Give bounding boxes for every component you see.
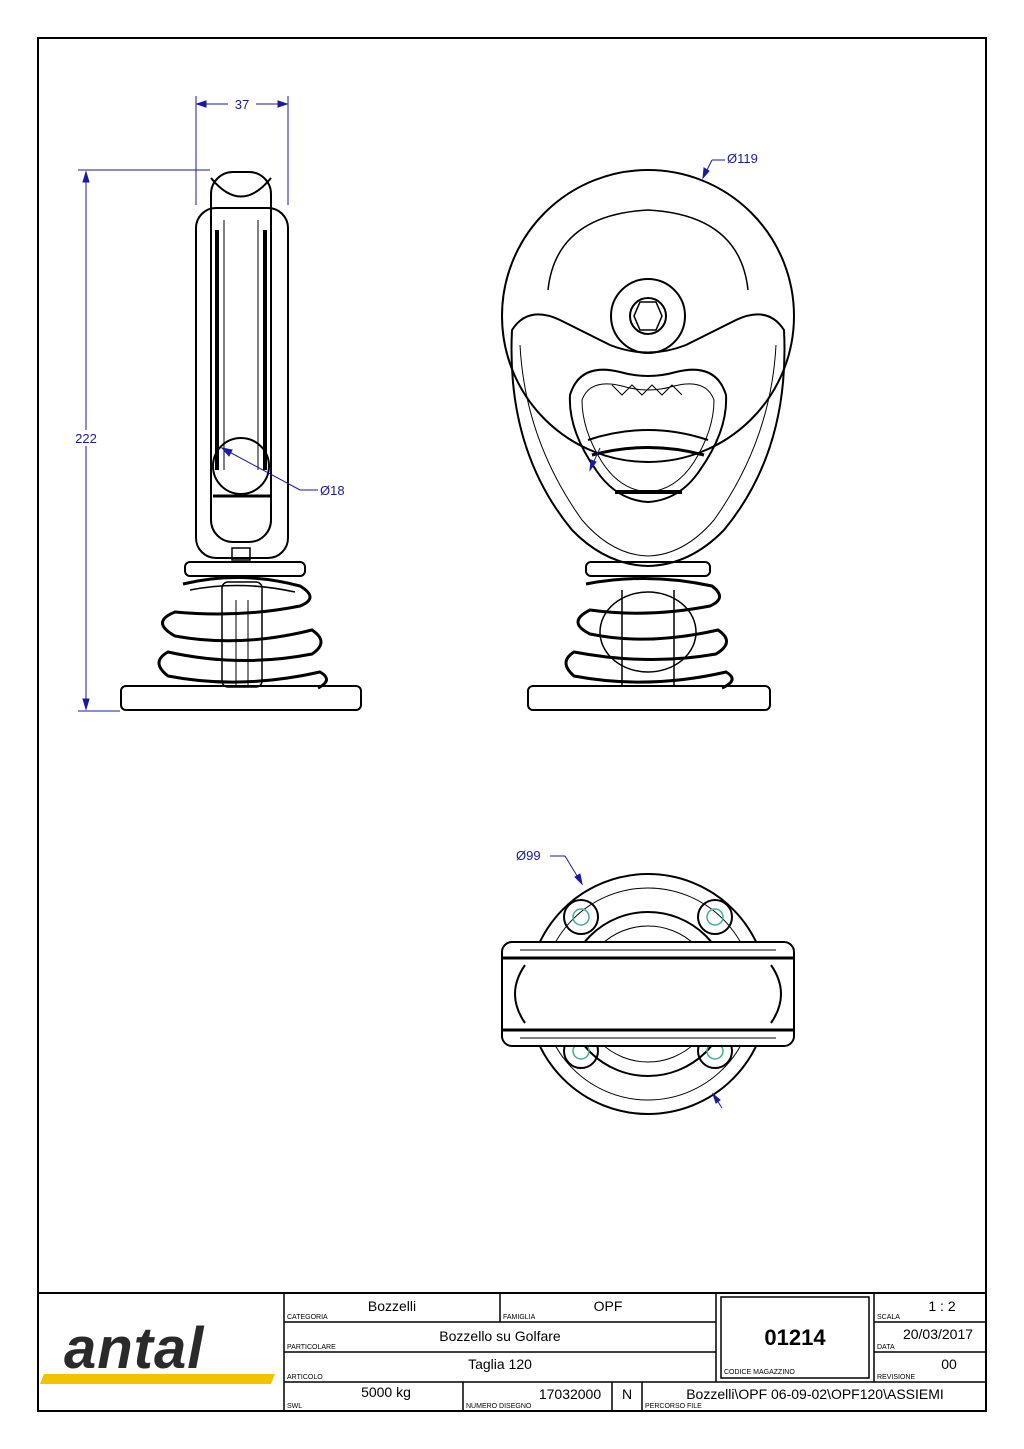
front-window-groove-2 [591,446,705,457]
logo-text: antal [64,1316,205,1381]
numero-disegno-value: 17032000 [539,1386,602,1402]
front-window-groove [587,429,709,441]
dim-119-text: Ø119 [727,151,758,166]
sheet-border [37,37,987,1412]
swl-label: SWL [287,1403,302,1410]
scala-label: SCALA [877,1314,900,1321]
particolare-value: Bozzello su Golfare [439,1328,561,1344]
front-body-inner [519,344,777,557]
side-dimensions [78,96,318,712]
categoria-label: CATEGORIA [287,1314,328,1321]
side-spring-coil [157,575,328,690]
side-view [120,171,362,711]
top-sheave-body [501,941,795,1047]
front-hub-inner [629,297,667,335]
front-base-plate [527,685,771,711]
swl-value: 5000 kg [361,1384,411,1400]
revisione-label: REVISIONE [877,1374,915,1381]
side-spring-top-plate [184,561,306,577]
front-spring-coil [564,577,734,690]
codice-magazzino-label: CODICE MAGAZZINO [724,1369,795,1376]
dim-99-text: Ø99 [516,848,541,863]
top-view [501,873,795,1115]
front-dimensions [589,159,725,472]
title-block [38,1292,986,1411]
side-groove [210,177,272,198]
side-cheek-outline [195,207,289,559]
dim-222-bg [70,430,102,446]
n-value: N [622,1386,632,1402]
scala-value: 1 : 2 [928,1298,955,1314]
articolo-label: ARTICOLO [287,1374,323,1381]
side-key [231,547,251,561]
top-hole-tr-inner [706,908,724,926]
front-shackle [599,591,697,673]
side-base-plate [120,685,362,711]
top-hole-tl-inner [572,908,590,926]
top-sheave-end-l [514,964,526,1024]
side-sheave-outline [210,171,272,543]
side-shackle [221,581,263,688]
categoria-value: Bozzelli [368,1298,416,1314]
front-sheave-circle [501,169,795,463]
data-label: DATA [877,1344,895,1351]
front-hub-outer [610,278,686,354]
top-sheave-end-r [770,964,782,1024]
dim-37-text: 37 [235,97,249,112]
front-window-inner [581,383,715,493]
codice-magazzino-value: 01214 [764,1325,826,1350]
top-hole-tl [563,899,599,935]
famiglia-label: FAMIGLIA [503,1314,536,1321]
percorso-file-value: Bozzelli\OPF 06-09-02\OPF120\ASSIEMI [686,1386,944,1402]
top-hole-tr [697,899,733,935]
revisione-value: 00 [941,1356,957,1372]
dim-222-text: 222 [75,431,97,446]
particolare-label: PARTICOLARE [287,1344,336,1351]
front-view [501,169,795,711]
dim-37-bg [228,96,256,112]
front-sheave-inner-arc [547,209,749,291]
data-value: 20/03/2017 [903,1326,973,1342]
top-dimensions [550,855,723,1109]
side-pin-circle [212,437,270,495]
front-window-outer [568,368,728,504]
dim-18-text: Ø18 [320,483,345,498]
famiglia-value: OPF [594,1298,623,1314]
percorso-file-label: PERCORSO FILE [645,1403,702,1410]
side-spring-inner [189,584,296,593]
numero-disegno-label: NUMERO DISEGNO [466,1403,532,1410]
front-spring-top-plate [585,561,711,577]
front-hex-socket [633,301,663,331]
front-teeth [611,384,683,396]
logo-accent-bar [40,1374,275,1384]
articolo-value: Taglia 120 [468,1356,532,1372]
